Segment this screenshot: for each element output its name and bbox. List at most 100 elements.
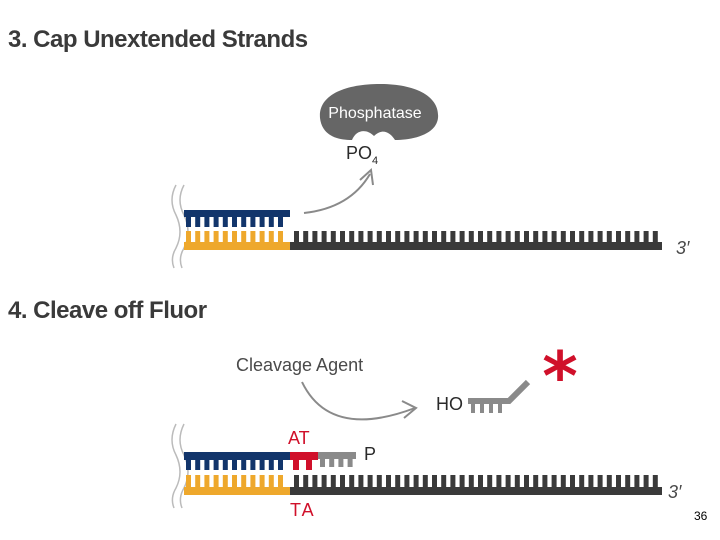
nucleotide-tick <box>330 231 336 242</box>
nucleotide-tick <box>395 475 401 487</box>
ho-label: HO <box>436 394 463 414</box>
nucleotide-tick <box>222 231 228 242</box>
nucleotide-tick <box>347 459 353 467</box>
nucleotide-tick <box>222 217 228 227</box>
nucleotide-tick <box>186 475 191 487</box>
nucleotide-tick <box>312 475 318 487</box>
base-pair-top <box>290 452 318 470</box>
nucleotide-tick <box>542 475 548 487</box>
cleavage-arrow-head <box>401 400 418 419</box>
nucleotide-tick <box>250 231 256 242</box>
bottom-base-pair-label: TA <box>290 500 316 520</box>
nucleotide-tick <box>321 231 327 242</box>
template-strand-unpaired <box>290 475 662 495</box>
nucleotide-tick <box>533 475 539 487</box>
nucleotide-tick <box>278 231 283 242</box>
nucleotide-tick <box>386 475 391 487</box>
nucleotide-tick <box>489 404 493 413</box>
release-arrow-head <box>359 167 374 186</box>
nucleotide-tick <box>268 475 274 487</box>
nucleotide-tick <box>268 460 274 470</box>
fluor-asterisk: * <box>542 338 578 417</box>
cleavage-arrow <box>301 381 416 421</box>
nucleotide-tick <box>597 231 603 242</box>
template-strand-unpaired <box>290 231 662 250</box>
nucleotide-tick <box>422 475 428 487</box>
nucleotide-tick <box>259 217 265 227</box>
nucleotide-tick <box>450 231 456 242</box>
nucleotide-tick <box>213 231 219 242</box>
nucleotide-tick <box>259 460 265 470</box>
nucleotide-tick <box>560 475 566 487</box>
nucleotide-tick <box>213 475 219 487</box>
nucleotide-tick <box>306 460 312 470</box>
nucleotide-tick <box>241 217 247 227</box>
nucleotide-tick <box>471 404 475 413</box>
nucleotide-tick <box>505 231 511 242</box>
strand-break-wave <box>179 423 189 509</box>
nucleotide-tick <box>321 475 327 487</box>
step4-three-prime-label: 3′ <box>668 482 682 502</box>
nucleotide-tick <box>478 231 483 242</box>
nucleotide-tick <box>250 460 256 470</box>
nucleotide-tick <box>349 231 355 242</box>
nucleotide-tick <box>250 475 256 487</box>
nucleotide-tick <box>588 231 594 242</box>
nucleotide-tick <box>340 475 345 487</box>
template-strand-paired <box>184 475 290 495</box>
template-strand-paired <box>184 231 290 250</box>
nucleotide-tick <box>643 231 649 242</box>
nucleotide-tick <box>204 475 210 487</box>
nucleotide-tick <box>358 231 364 242</box>
nucleotide-tick <box>625 475 631 487</box>
nucleotide-tick <box>186 231 191 242</box>
nucleotide-tick <box>268 217 274 227</box>
nucleotide-tick <box>606 231 612 242</box>
top-base-pair-label: AT <box>288 428 310 448</box>
nucleotide-tick <box>432 475 437 487</box>
phosphatase-enzyme <box>319 84 439 140</box>
nucleotide-tick <box>505 475 511 487</box>
nucleotide-tick <box>186 217 191 227</box>
nucleotide-tick <box>524 475 529 487</box>
po4-label: PO4 <box>346 143 378 167</box>
nucleotide-tick <box>496 475 502 487</box>
nucleotide-tick <box>294 231 299 242</box>
primer-strand <box>184 210 290 227</box>
capped-fragment <box>318 452 356 467</box>
nucleotide-tick <box>498 404 502 413</box>
step3-title: 3. Cap Unextended Strands <box>8 26 308 53</box>
nucleotide-tick <box>278 217 283 227</box>
nucleotide-tick <box>232 460 237 470</box>
step3-three-prime-label: 3′ <box>676 238 690 258</box>
nucleotide-tick <box>195 231 201 242</box>
nucleotide-tick <box>320 459 325 467</box>
nucleotide-tick <box>588 475 594 487</box>
nucleotide-tick <box>597 475 603 487</box>
nucleotide-tick <box>487 231 493 242</box>
nucleotide-tick <box>204 460 210 470</box>
nucleotide-tick <box>652 475 658 487</box>
nucleotide-tick <box>441 231 447 242</box>
nucleotide-tick <box>349 475 355 487</box>
nucleotide-tick <box>560 231 566 242</box>
nucleotide-tick <box>367 475 373 487</box>
nucleotide-tick <box>293 460 299 470</box>
nucleotide-tick <box>524 231 529 242</box>
nucleotide-tick <box>579 231 585 242</box>
nucleotide-tick <box>222 475 228 487</box>
nucleotide-tick <box>232 231 237 242</box>
nucleotide-tick <box>606 475 612 487</box>
step4-title: 4. Cleave off Fluor <box>8 297 207 324</box>
nucleotide-tick <box>241 475 247 487</box>
nucleotide-tick <box>213 460 219 470</box>
nucleotide-tick <box>259 231 265 242</box>
strand-break-wave <box>171 423 181 509</box>
po4-subscript: 4 <box>372 155 378 167</box>
nucleotide-tick <box>204 217 210 227</box>
nucleotide-tick <box>404 475 410 487</box>
nucleotide-tick <box>338 459 344 467</box>
nucleotide-tick <box>241 231 247 242</box>
nucleotide-tick <box>413 231 419 242</box>
nucleotide-tick <box>413 475 419 487</box>
